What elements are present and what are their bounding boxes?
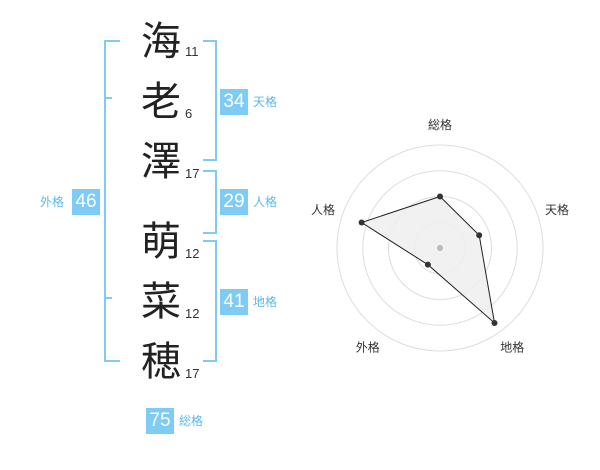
radar-axis-label-2: 天格 xyxy=(545,202,569,217)
radar-axis-label-3: 地格 xyxy=(500,340,524,355)
radar-point-5 xyxy=(358,219,365,226)
gaikaku-tick-bottom xyxy=(104,297,112,299)
radar-polygon xyxy=(360,195,496,325)
soukaku-label: 総格 xyxy=(179,414,204,428)
tenkaku-value: 34 xyxy=(220,89,248,115)
name-panel: 海 11 老 6 澤 17 萌 12 菜 12 穂 17 34 天格 29 人格… xyxy=(40,19,278,434)
stroke-count-3: 17 xyxy=(185,166,200,181)
gaikaku-bracket xyxy=(104,40,120,362)
radar-center-dot xyxy=(437,245,443,251)
chikaku-value: 41 xyxy=(220,289,248,315)
stroke-count-5: 12 xyxy=(185,306,200,321)
chikaku-label: 地格 xyxy=(253,295,278,309)
name-char-2: 老 xyxy=(141,79,181,125)
gaikaku-label: 外格 xyxy=(40,195,65,209)
stroke-count-2: 6 xyxy=(185,106,193,121)
radar-point-3 xyxy=(491,319,498,326)
tenkaku-bracket xyxy=(203,40,217,161)
radar-ring-4 xyxy=(336,144,544,352)
chikaku-bracket xyxy=(203,240,217,362)
stroke-count-4: 12 xyxy=(185,246,200,261)
gaikaku-tick-top xyxy=(104,97,112,99)
radar-point-4 xyxy=(424,261,431,268)
name-char-6: 穂 xyxy=(141,339,181,385)
radar-point-1 xyxy=(437,193,443,200)
name-char-5: 菜 xyxy=(141,279,181,325)
radar-ring-3 xyxy=(362,170,518,326)
jinkaku-label: 人格 xyxy=(253,195,278,209)
name-char-4: 萌 xyxy=(141,219,181,265)
gaikaku-value: 46 xyxy=(72,189,100,215)
jinkaku-value: 29 xyxy=(220,189,248,215)
jinkaku-bracket xyxy=(203,170,217,234)
radar-axis-label-4: 外格 xyxy=(356,340,380,355)
soukaku-value: 75 xyxy=(146,408,174,434)
radar-axis-label-5: 人格 xyxy=(311,202,335,217)
name-char-1: 海 xyxy=(141,19,181,65)
radar-axis-label-1: 総格 xyxy=(428,117,452,132)
stroke-count-6: 17 xyxy=(185,366,200,381)
radar-point-2 xyxy=(476,232,483,239)
name-char-3: 澤 xyxy=(141,139,181,185)
stroke-count-1: 11 xyxy=(185,44,199,59)
radar-points xyxy=(358,193,498,326)
tenkaku-label: 天格 xyxy=(253,95,278,109)
